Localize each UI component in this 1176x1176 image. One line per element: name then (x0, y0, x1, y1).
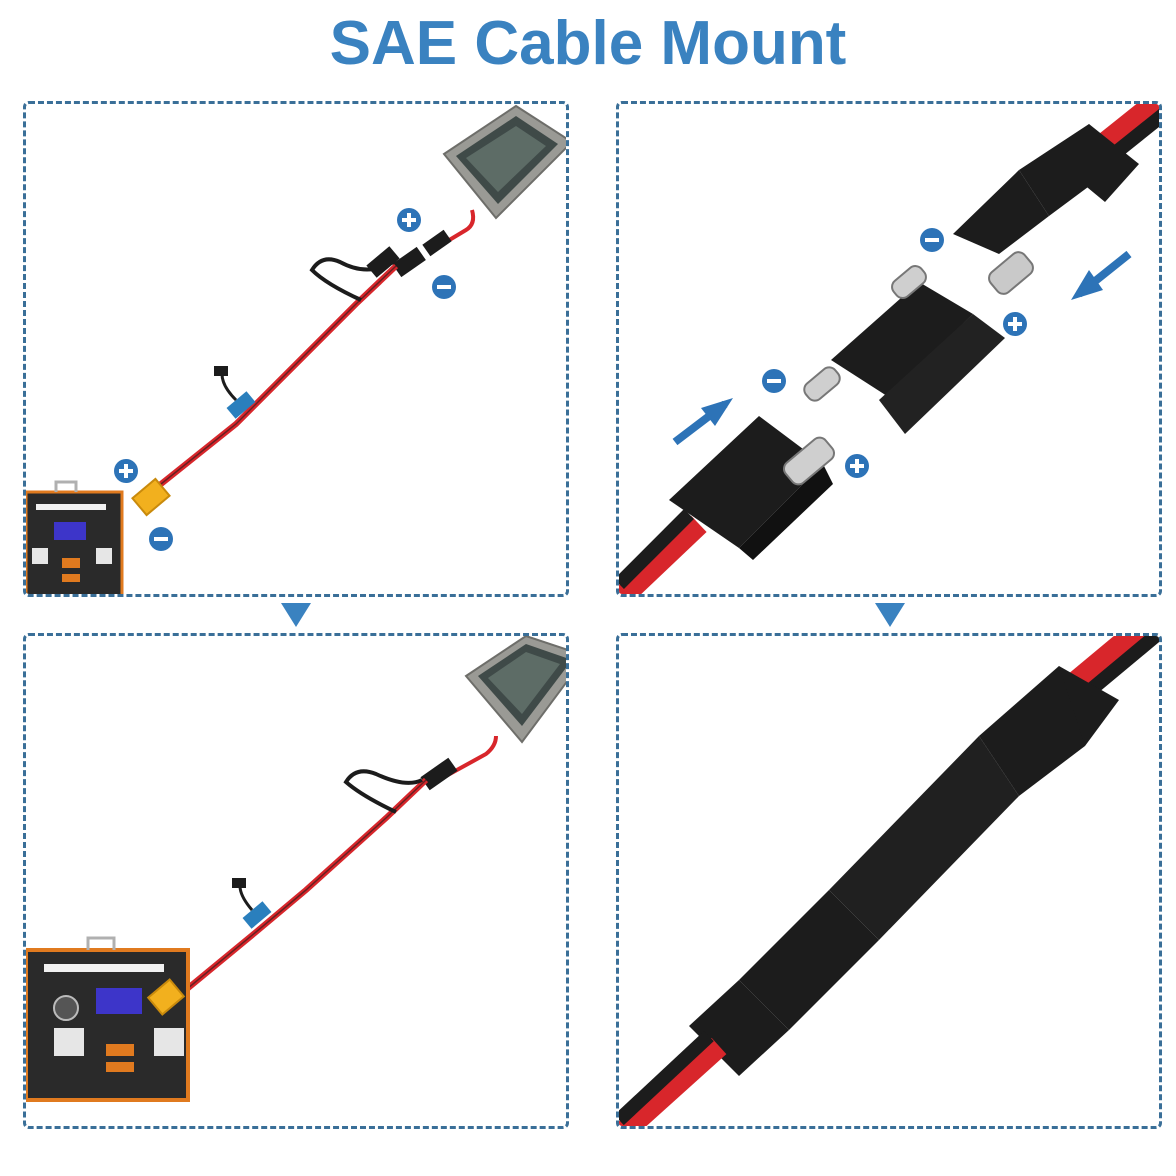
chevron-down-icon (281, 603, 311, 627)
minus-circle-icon (920, 228, 944, 252)
plus-circle-icon (397, 208, 421, 232)
step-1-illustration (26, 104, 566, 594)
xt60-plug-image (131, 477, 171, 517)
plus-circle-icon (845, 454, 869, 478)
solar-light-image (464, 636, 566, 744)
step-2-illustration (26, 636, 566, 1102)
solar-light-image (442, 104, 566, 220)
xt60-plug-image (146, 978, 186, 1016)
minus-circle-icon (432, 275, 456, 299)
sae-connector-image (420, 757, 458, 791)
minus-circle-icon (149, 527, 173, 551)
page-title: SAE Cable Mount (329, 9, 847, 78)
plus-circle-icon (1003, 312, 1027, 336)
panel-step-2-closeup (616, 633, 1162, 1129)
plus-circle-icon (114, 459, 138, 483)
power-station-image (26, 936, 190, 1102)
sae-connector-middle-image (803, 265, 1005, 434)
power-station-image (26, 480, 124, 594)
step-2-closeup-illustration (619, 636, 1159, 1126)
sae-plug-upper-image (953, 104, 1159, 295)
chevron-down-icon (875, 603, 905, 627)
step-1-closeup-illustration (619, 104, 1159, 594)
minus-circle-icon (762, 369, 786, 393)
sae-connector-image (392, 229, 452, 278)
panel-step-1-closeup (616, 101, 1162, 597)
arrow-icon (1071, 250, 1132, 300)
panel-step-2-connected (23, 633, 569, 1129)
sae-plug-lower-image (619, 416, 836, 594)
sae-connector-joined-image (619, 636, 1159, 1126)
panel-step-1-unconnected (23, 101, 569, 597)
arrow-icon (672, 398, 733, 446)
